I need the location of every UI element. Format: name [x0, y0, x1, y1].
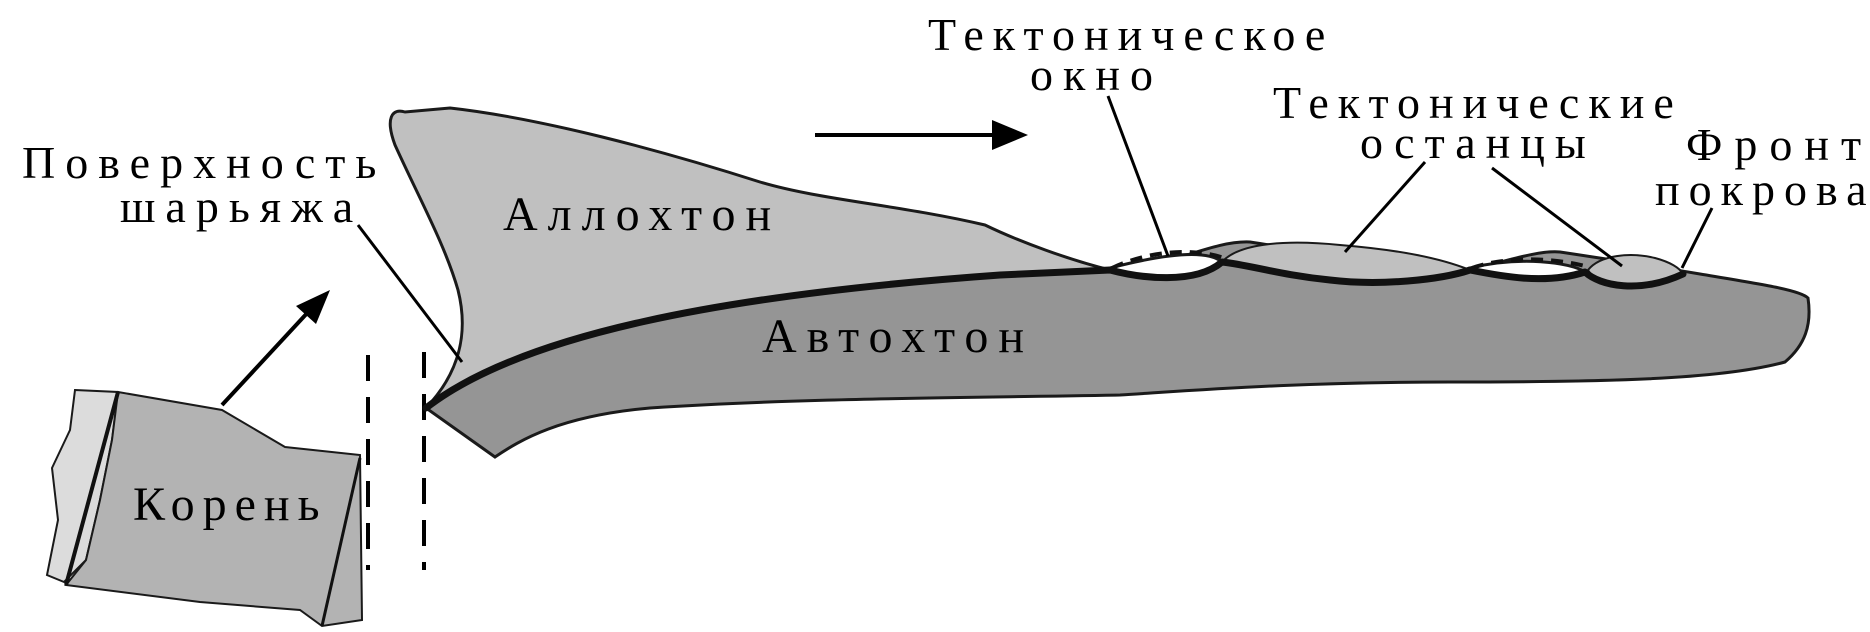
- label-nappe-front-1: Фронт: [1686, 119, 1870, 170]
- leader-remnant-1: [1345, 162, 1425, 252]
- leader-tectonic-window: [1108, 96, 1168, 256]
- label-thrust-surface-2: шарьяжа: [120, 181, 363, 232]
- label-nappe-front-2: покрова: [1655, 164, 1870, 215]
- label-tectonic-window-2: окно: [1030, 49, 1163, 100]
- label-tectonic-remnants-2: останцы: [1360, 117, 1596, 168]
- arrow-upward: [222, 290, 330, 405]
- label-autochthon: Автохтон: [762, 310, 1034, 363]
- label-root: Корень: [133, 478, 328, 531]
- label-allochthon: Аллохтон: [503, 188, 781, 241]
- arrow-right: [815, 120, 1028, 150]
- leader-nappe-front: [1682, 208, 1712, 268]
